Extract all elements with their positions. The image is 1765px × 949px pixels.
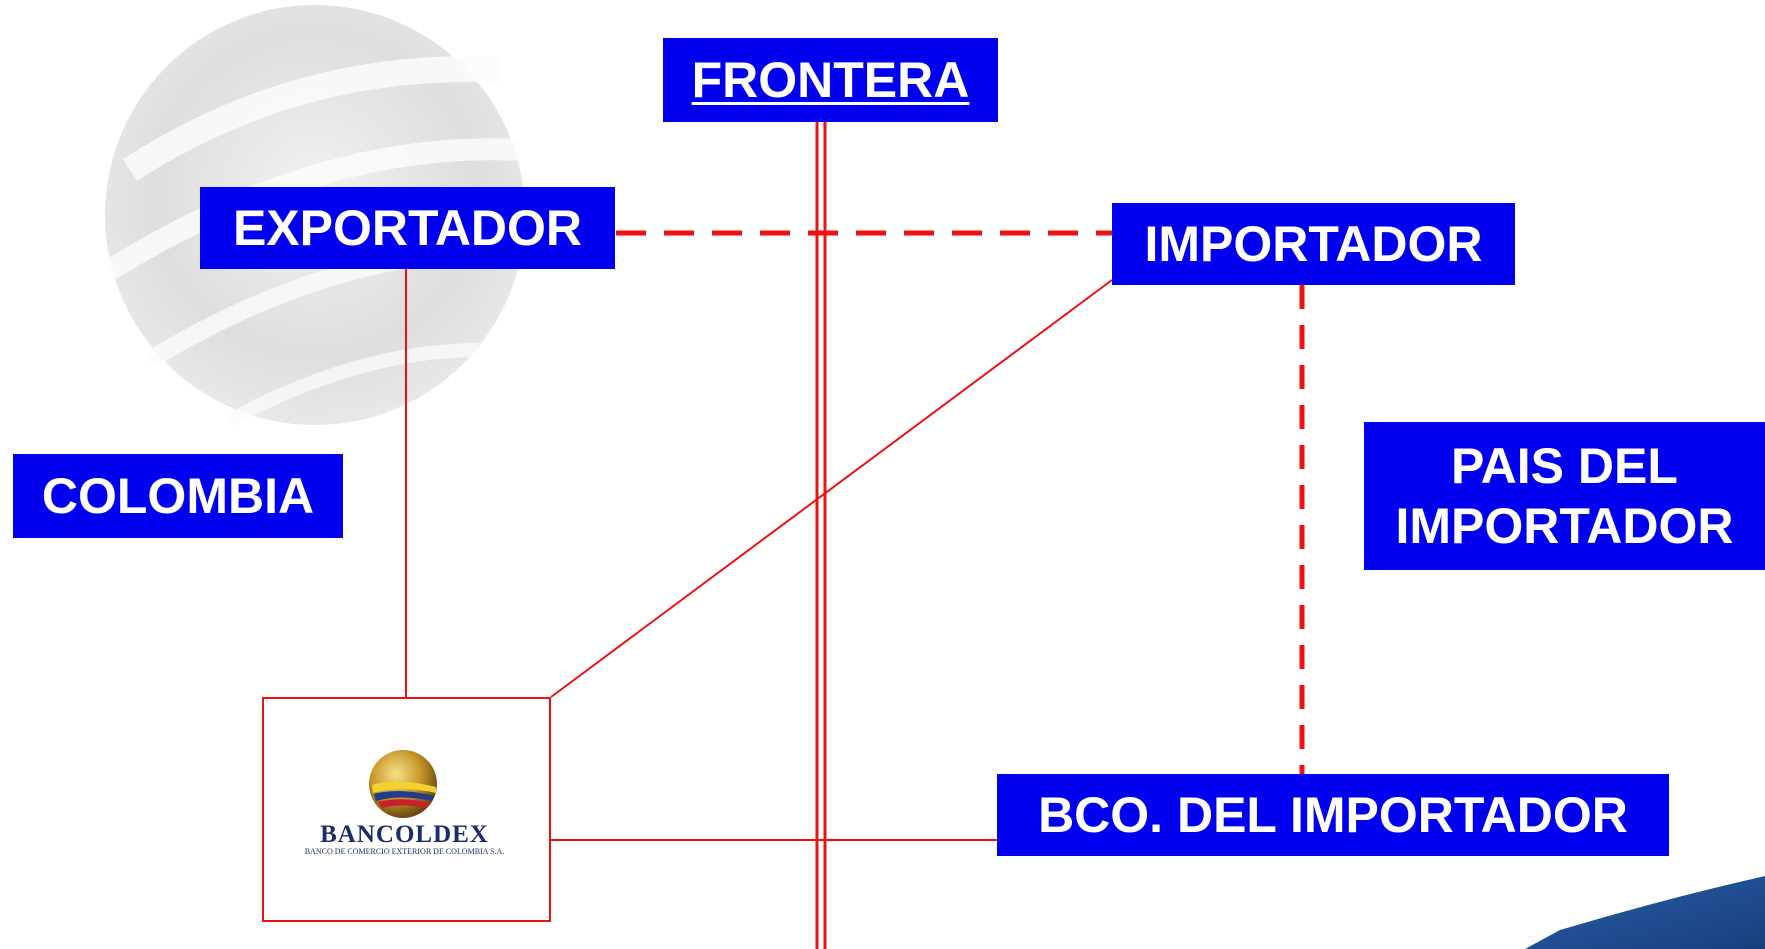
frontera-label: FRONTERA [663, 38, 998, 122]
bancoldex-tagline: BANCO DE COMERCIO EXTERIOR DE COLOMBIA S… [304, 847, 505, 856]
solid-connector-importador-bancoldex [550, 279, 1113, 698]
bco-importador-node: BCO. DEL IMPORTADOR [997, 774, 1669, 856]
bancoldex-name: BANCOLDEX [320, 821, 489, 848]
importador-node: IMPORTADOR [1112, 203, 1515, 285]
importador-text: IMPORTADOR [1144, 216, 1483, 272]
exportador-node: EXPORTADOR [200, 187, 615, 269]
bco-importador-text: BCO. DEL IMPORTADOR [1038, 787, 1628, 843]
exportador-text: EXPORTADOR [232, 200, 583, 256]
pais-line-2: IMPORTADOR [1395, 498, 1734, 554]
colombia-text: COLOMBIA [41, 468, 315, 524]
bancoldex-emblem-icon [369, 750, 437, 818]
frontera-text: FRONTERA [691, 52, 970, 108]
blue-swoosh-icon [1525, 876, 1765, 949]
colombia-label: COLOMBIA [13, 454, 343, 538]
pais-line-1: PAIS DEL [1451, 438, 1678, 494]
pais-del-importador-label: PAIS DEL IMPORTADOR [1364, 422, 1765, 570]
